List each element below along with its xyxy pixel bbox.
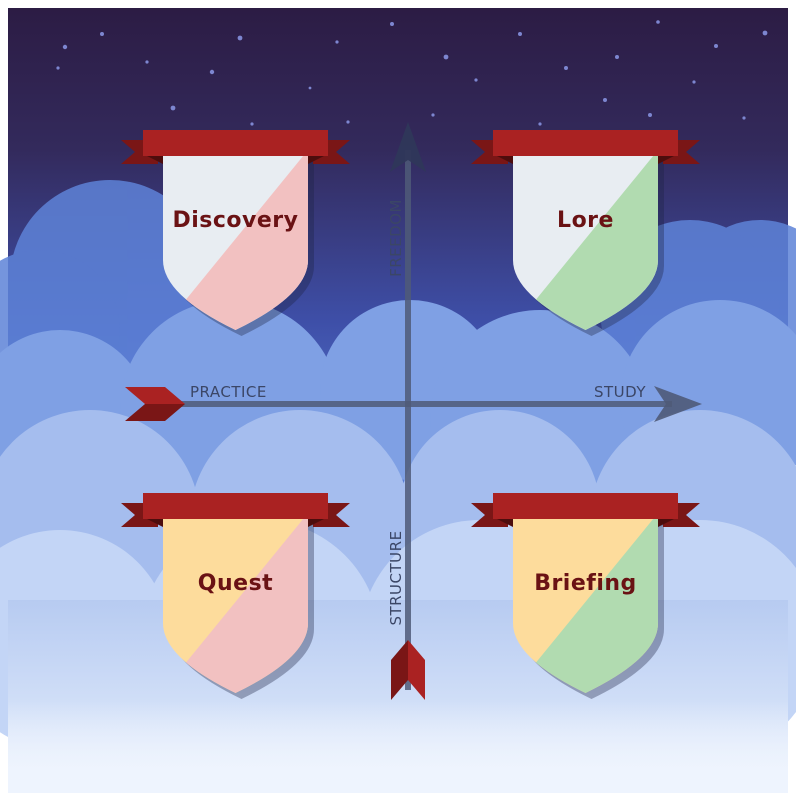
ribbon-bar bbox=[143, 493, 328, 519]
axis-label-bottom: STRUCTURE bbox=[387, 530, 405, 625]
banner-title-lore: Lore bbox=[557, 208, 614, 233]
ribbon-bar bbox=[143, 130, 328, 156]
ribbon-bar bbox=[493, 493, 678, 519]
axis-label-top: FREEDOM bbox=[387, 199, 405, 277]
axis-label-left: PRACTICE bbox=[190, 383, 267, 401]
banner-title-discovery: Discovery bbox=[172, 208, 298, 233]
banner-title-quest: Quest bbox=[198, 571, 273, 596]
ribbon-bar bbox=[493, 130, 678, 156]
banner-title-briefing: Briefing bbox=[534, 571, 637, 596]
axis-label-right: STUDY bbox=[594, 383, 646, 401]
